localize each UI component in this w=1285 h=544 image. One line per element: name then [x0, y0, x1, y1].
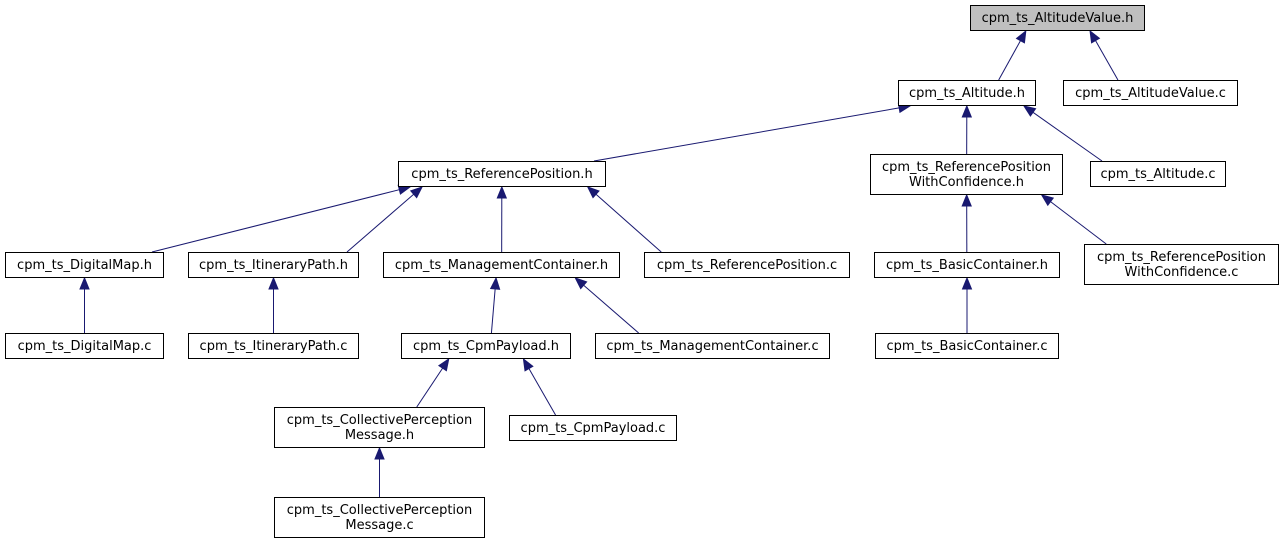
node-label: cpm_ts_BasicContainer.c	[886, 338, 1048, 354]
node-altitude-c[interactable]: cpm_ts_Altitude.c	[1090, 161, 1226, 187]
node-label: cpm_ts_ReferencePosition.h	[411, 166, 593, 182]
edge-refposwithconf_c-to-refposwithconf_h	[1050, 201, 1107, 245]
node-label-line: WithConfidence.c	[1124, 264, 1239, 280]
node-cpm-h[interactable]: cpm_ts_CollectivePerception Message.h	[274, 407, 485, 448]
arrowhead-cpm_c-to-cpm_h	[374, 446, 385, 460]
node-cpmpayload-c[interactable]: cpm_ts_CpmPayload.c	[509, 415, 677, 441]
arrowhead-itinerarypath_c-to-itinerarypath_h	[268, 276, 279, 290]
node-referenceposition-h[interactable]: cpm_ts_ReferencePosition.h	[398, 161, 606, 187]
node-cpm-c[interactable]: cpm_ts_CollectivePerception Message.c	[274, 497, 485, 538]
edge-referenceposition_c-to-referenceposition_h	[595, 193, 662, 253]
node-basiccontainer-c[interactable]: cpm_ts_BasicContainer.c	[875, 333, 1059, 359]
node-basiccontainer-h[interactable]: cpm_ts_BasicContainer.h	[874, 252, 1060, 278]
node-label: cpm_ts_DigitalMap.c	[17, 338, 152, 354]
arrowhead-altitudevalue_c-to-altitudevalue_h	[1089, 29, 1101, 44]
arrowhead-refposwithconf_h-to-altitude_h	[961, 104, 973, 118]
node-label: cpm_ts_AltitudeValue.h	[981, 10, 1134, 26]
node-text: cpm_ts_ReferencePosition WithConfidence.…	[1097, 250, 1266, 280]
node-refposwithconf-h[interactable]: cpm_ts_ReferencePosition WithConfidence.…	[870, 154, 1063, 195]
arrowhead-referenceposition_c-to-referenceposition_h	[586, 186, 600, 199]
node-label: cpm_ts_ManagementContainer.h	[394, 257, 609, 273]
node-label: cpm_ts_ItineraryPath.c	[199, 338, 348, 354]
edge-altitude_h-to-altitudevalue_h	[998, 40, 1021, 81]
node-text: cpm_ts_CollectivePerception Message.c	[287, 503, 472, 533]
arrowhead-basiccontainer_c-to-basiccontainer_h	[961, 276, 973, 290]
edge-digitalmap_h-to-referenceposition_h	[151, 189, 400, 253]
arrowhead-digitalmap_c-to-digitalmap_h	[79, 276, 90, 290]
arrowhead-altitude_c-to-altitude_h	[1022, 105, 1037, 117]
arrowhead-itinerarypath_h-to-referenceposition_h	[409, 186, 424, 199]
edge-cpm_h-to-cpmpayload_h	[416, 367, 444, 408]
node-label: cpm_ts_ManagementContainer.c	[606, 338, 819, 354]
node-label: cpm_ts_Altitude.h	[908, 85, 1026, 101]
node-referenceposition-c[interactable]: cpm_ts_ReferencePosition.c	[644, 252, 850, 278]
edge-cpmpayload_c-to-cpmpayload_h	[528, 368, 556, 416]
node-label-line: cpm_ts_CollectivePerception	[286, 412, 473, 428]
edge-itinerarypath_h-to-referenceposition_h	[346, 193, 415, 253]
node-label: cpm_ts_AltitudeValue.c	[1075, 85, 1226, 101]
node-digitalmap-h[interactable]: cpm_ts_DigitalMap.h	[5, 252, 164, 278]
node-label-line: WithConfidence.h	[909, 174, 1024, 190]
node-cpmpayload-h[interactable]: cpm_ts_CpmPayload.h	[401, 333, 571, 359]
node-managementcontainer-h[interactable]: cpm_ts_ManagementContainer.h	[383, 252, 620, 278]
arrowhead-managementcontainer_h-to-referenceposition_h	[496, 185, 508, 199]
node-label: cpm_ts_Altitude.c	[1100, 166, 1216, 182]
edge-altitudevalue_c-to-altitudevalue_h	[1095, 40, 1119, 81]
node-label-line: Message.h	[344, 427, 415, 443]
node-digitalmap-c[interactable]: cpm_ts_DigitalMap.c	[5, 333, 164, 359]
arrowhead-refposwithconf_c-to-refposwithconf_h	[1040, 194, 1055, 207]
node-label: cpm_ts_CpmPayload.h	[413, 338, 559, 354]
arrowhead-cpm_h-to-cpmpayload_h	[437, 357, 450, 372]
node-altitude-h[interactable]: cpm_ts_Altitude.h	[898, 80, 1036, 106]
node-managementcontainer-c[interactable]: cpm_ts_ManagementContainer.c	[595, 333, 830, 359]
arrowhead-cpmpayload_h-to-managementcontainer_h	[489, 276, 501, 290]
node-label: cpm_ts_CpmPayload.c	[520, 420, 666, 436]
node-label: cpm_ts_ReferencePosition.c	[656, 257, 838, 273]
arrowhead-altitude_h-to-altitudevalue_h	[1015, 29, 1027, 44]
node-label: cpm_ts_ItineraryPath.h	[199, 257, 348, 273]
node-label: cpm_ts_DigitalMap.h	[17, 257, 152, 273]
node-altitudevalue-c[interactable]: cpm_ts_AltitudeValue.c	[1063, 80, 1238, 106]
edge-altitude_c-to-altitude_h	[1032, 111, 1103, 162]
node-label-line: cpm_ts_ReferencePosition	[881, 159, 1051, 175]
arrowhead-cpmpayload_c-to-cpmpayload_h	[522, 357, 534, 372]
arrowhead-managementcontainer_c-to-managementcontainer_h	[574, 277, 588, 290]
node-text: cpm_ts_CollectivePerception Message.h	[287, 413, 472, 443]
node-itinerarypath-h[interactable]: cpm_ts_ItineraryPath.h	[188, 252, 359, 278]
node-label-line: Message.c	[345, 517, 414, 533]
edge-referenceposition_h-to-altitude_h	[593, 107, 900, 162]
node-label-line: cpm_ts_ReferencePosition	[1096, 249, 1266, 265]
edge-managementcontainer_c-to-managementcontainer_h	[583, 284, 639, 334]
node-refposwithconf-c[interactable]: cpm_ts_ReferencePosition WithConfidence.…	[1084, 244, 1279, 285]
edge-cpmpayload_h-to-managementcontainer_h	[490, 288, 496, 334]
node-itinerarypath-c[interactable]: cpm_ts_ItineraryPath.c	[188, 333, 359, 359]
node-text: cpm_ts_ReferencePosition WithConfidence.…	[882, 160, 1051, 190]
node-label-line: cpm_ts_CollectivePerception	[286, 502, 473, 518]
node-label: cpm_ts_BasicContainer.h	[885, 257, 1049, 273]
node-altitudevalue-h: cpm_ts_AltitudeValue.h	[970, 5, 1145, 31]
arrowhead-basiccontainer_h-to-refposwithconf_h	[961, 193, 972, 207]
